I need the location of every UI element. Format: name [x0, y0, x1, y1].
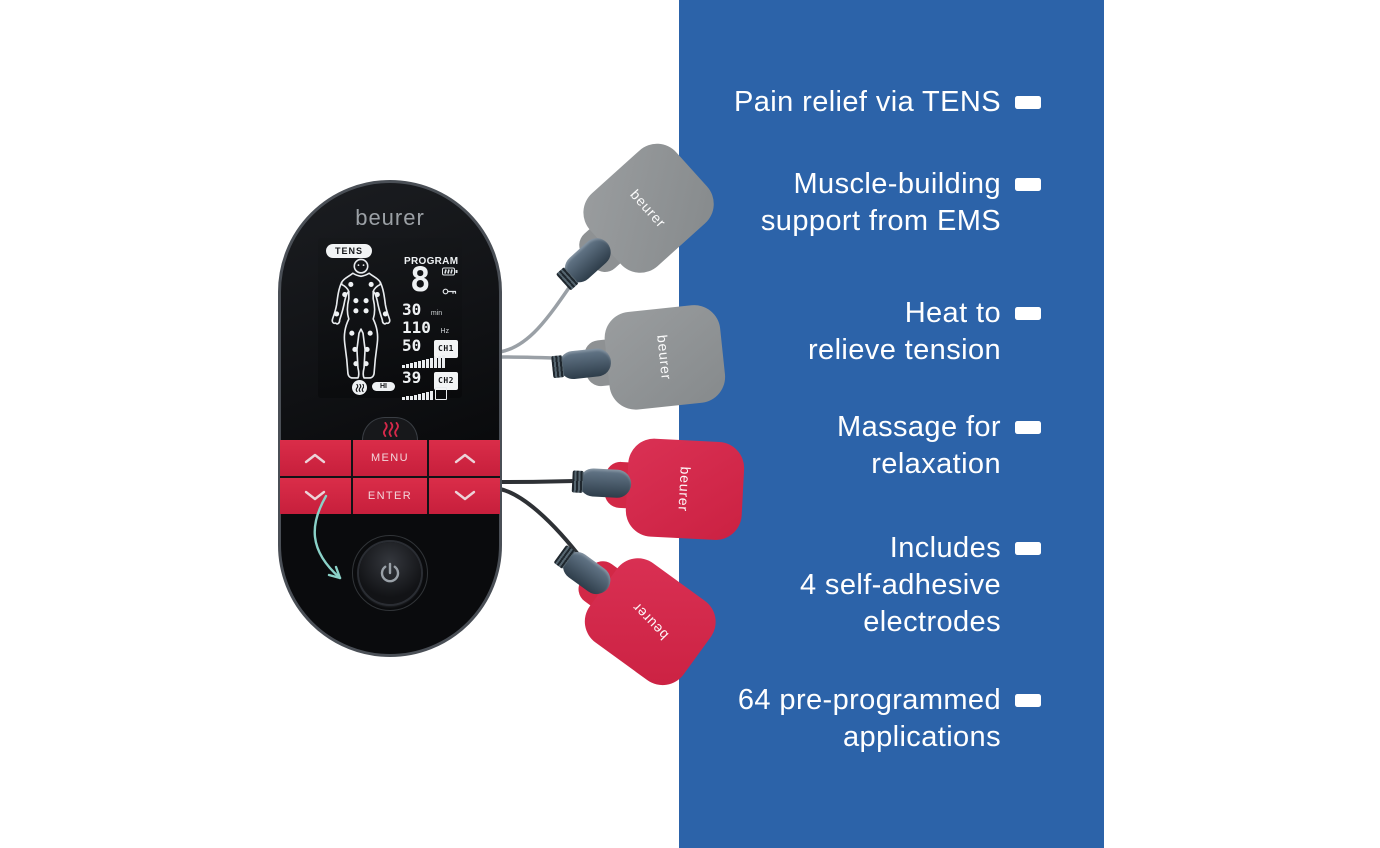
- feature-text: Includes 4 self-adhesive electrodes: [800, 530, 1001, 641]
- feature-line: applications: [843, 721, 1001, 753]
- feature-line: 64 pre-programmed: [737, 684, 1001, 716]
- duration-readout: 30 min: [402, 302, 458, 318]
- channel1-readout: 50 CH1: [402, 336, 458, 358]
- feature-bullet-icon: [1015, 307, 1041, 320]
- feature-text: 64 pre-programmed applications: [738, 682, 1001, 756]
- feature-line: support from EMS: [760, 205, 1001, 237]
- feature-line: relaxation: [871, 448, 1001, 480]
- channel1-badge: CH1: [434, 340, 458, 358]
- device-keypad: MENU ENTER: [280, 440, 500, 514]
- duration-value: 30: [402, 300, 422, 319]
- feature-line: electrodes: [863, 606, 1001, 638]
- program-label: PROGRAM: [404, 256, 459, 267]
- feature-bullet-icon: [1015, 694, 1041, 707]
- feature-bullet-icon: [1015, 542, 1041, 555]
- pad-brand-label: beurer: [675, 466, 695, 513]
- channel1-bar-graph: [402, 355, 458, 368]
- chevron-down-icon: [305, 490, 326, 501]
- feature-text: Heat to relieve tension: [808, 295, 1001, 369]
- pad-connector: [578, 467, 632, 499]
- feature-line: Muscle-building: [793, 168, 1001, 200]
- pad-connector-ribs: [571, 470, 584, 493]
- electrode-pad-gray-middle: beurer: [549, 291, 731, 428]
- feature-bullet-icon: [1015, 421, 1041, 434]
- keypad-row-bottom: ENTER: [280, 478, 500, 514]
- heat-button: [362, 417, 418, 440]
- frequency-readout: 110 Hz: [402, 320, 458, 336]
- feature-line: relieve tension: [808, 334, 1001, 366]
- feature-muscle-building: Muscle-building support from EMS: [761, 166, 1041, 240]
- frequency-value: 110: [402, 318, 431, 337]
- duration-unit: min: [430, 310, 443, 317]
- feature-bullet-icon: [1015, 178, 1041, 191]
- display-readouts: PROGRAM 8 30 min 110 Hz: [402, 256, 459, 400]
- channel1-up-button: [280, 440, 351, 476]
- feature-line: Massage for: [837, 411, 1001, 443]
- device-brand-logo: beurer: [355, 205, 425, 230]
- heat-flame-icon: [382, 422, 399, 437]
- program-value: 8: [410, 260, 431, 300]
- feature-line: Heat to: [904, 297, 1001, 329]
- feature-bullet-icon: [1015, 96, 1041, 109]
- feature-heat: Heat to relieve tension: [808, 295, 1041, 369]
- channel2-bar-outline: [435, 387, 447, 400]
- chevron-down-icon: [454, 490, 475, 501]
- device-display: TENS: [318, 238, 462, 400]
- channel2-bar-graph: [402, 387, 458, 400]
- channel1-intensity: 50: [402, 336, 422, 355]
- feature-line: 4 self-adhesive: [799, 569, 1001, 601]
- battery-icon: [442, 267, 458, 276]
- channel2-readout: 39 CH2: [402, 368, 458, 390]
- menu-button: MENU: [352, 440, 428, 476]
- channel2-up-button: [429, 440, 500, 476]
- body-figure-icon: [331, 258, 391, 379]
- heat-level-badge: HI: [372, 382, 395, 391]
- mode-badge: TENS: [326, 244, 373, 258]
- channel1-down-button: [280, 478, 351, 514]
- pad-brand-label: beurer: [654, 334, 676, 381]
- feature-line: Includes: [889, 532, 1001, 564]
- feature-text: Massage for relaxation: [837, 409, 1001, 483]
- keypad-row-top: MENU: [280, 440, 500, 476]
- power-hint-arrow: [313, 494, 342, 580]
- pad-connector-ribs: [551, 355, 565, 379]
- enter-button: ENTER: [352, 478, 428, 514]
- key-lock-icon: [442, 288, 457, 295]
- feature-text: Pain relief via TENS: [734, 84, 1001, 121]
- feature-programs: 64 pre-programmed applications: [738, 682, 1041, 756]
- heat-status-icon: [352, 380, 367, 395]
- tens-ems-device: beurer TENS: [278, 180, 502, 657]
- feature-text: Muscle-building support from EMS: [761, 166, 1001, 240]
- feature-line: Pain relief via TENS: [734, 86, 1001, 118]
- chevron-up-icon: [454, 453, 475, 464]
- power-icon: [380, 562, 400, 583]
- frequency-unit: Hz: [440, 328, 450, 335]
- power-button: [359, 542, 421, 604]
- power-button-ring: [352, 535, 428, 611]
- feature-electrodes: Includes 4 self-adhesive electrodes: [800, 530, 1041, 641]
- channel2-intensity: 39: [402, 368, 422, 387]
- channel2-down-button: [429, 478, 500, 514]
- channel2-badge: CH2: [434, 372, 458, 390]
- feature-massage: Massage for relaxation: [837, 409, 1041, 483]
- chevron-up-icon: [305, 453, 326, 464]
- feature-pain-relief: Pain relief via TENS: [734, 84, 1041, 121]
